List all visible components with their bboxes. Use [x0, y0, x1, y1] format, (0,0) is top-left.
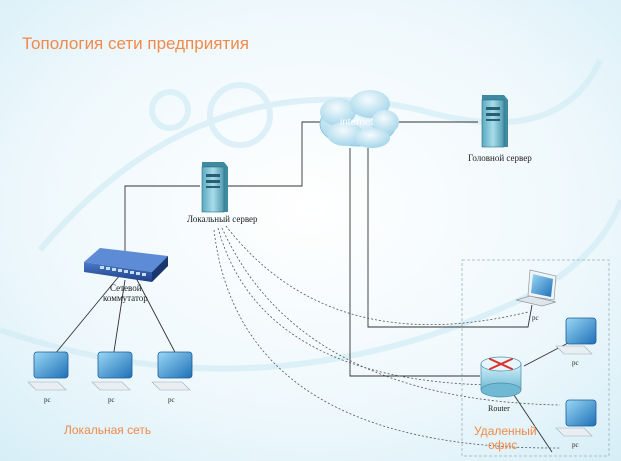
link-switch-pc3 [134, 275, 179, 359]
pc-label-remote-2: pc [572, 441, 579, 449]
remote-office-boundary [461, 259, 610, 457]
pc-label-local-3: pc [168, 396, 175, 404]
router-icon [480, 356, 522, 398]
laptop-icon [515, 269, 557, 307]
link-switch-pc1 [49, 274, 121, 361]
link-internet-laptop [367, 148, 533, 328]
pc-label-laptop: pc [532, 314, 539, 322]
internet-label: internet [340, 117, 374, 128]
link-router-pc-bottom [511, 391, 553, 453]
link-switch-localserver [124, 185, 200, 258]
local-server-icon [201, 162, 228, 213]
router-label: Router [488, 404, 510, 413]
network-switch-icon [84, 248, 168, 282]
local-network-label: Локальная сеть [64, 423, 152, 437]
pc-label-local-2: pc [108, 396, 115, 404]
head-server-icon [481, 95, 508, 148]
links [49, 121, 571, 453]
pc-icon-local-3 [151, 351, 193, 391]
switch-label-line1: Сетевой [110, 283, 142, 293]
remote-office-label-line2: офис [488, 438, 518, 452]
pc-label-local-1: pc [44, 396, 51, 404]
link-internet-router [349, 148, 480, 377]
local-server-label: Локальный сервер [187, 214, 258, 224]
pc-icon-remote-2 [555, 399, 597, 437]
pc-icon-remote-1 [555, 317, 597, 355]
internet-cloud-icon [319, 90, 399, 148]
dotted-links [213, 225, 561, 449]
switch-label-line2: коммутатор [103, 293, 148, 303]
pc-icon-local-2 [91, 351, 133, 391]
pc-icon-local-1 [27, 351, 69, 391]
page-title: Топология сети предприятия [22, 34, 249, 53]
link-switch-pc2 [112, 279, 126, 359]
pc-label-remote-1: pc [572, 359, 579, 367]
remote-office-label-line1: Удаленный [474, 424, 537, 438]
head-server-label: Головной сервер [468, 153, 532, 163]
link-localserver-internet [228, 121, 322, 187]
